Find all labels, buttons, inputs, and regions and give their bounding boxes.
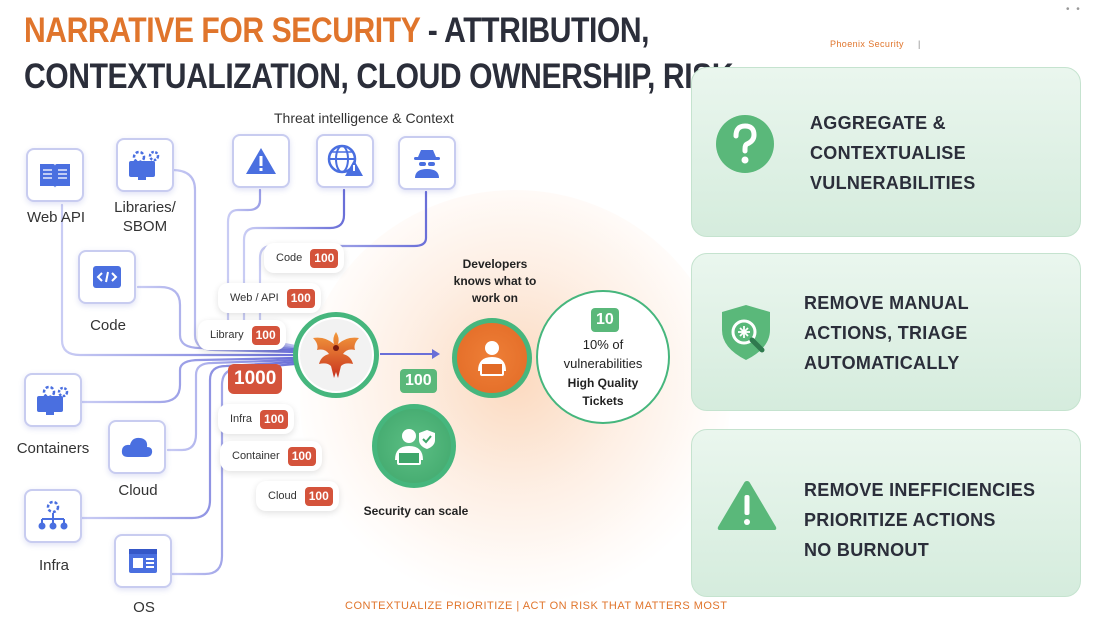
threat-intel-label: Threat intelligence & Context <box>274 110 454 126</box>
warning-triangle-icon <box>717 481 777 530</box>
os-card <box>114 534 172 588</box>
security-text: Security can scale <box>363 504 469 518</box>
security-person-icon <box>395 429 435 465</box>
cloud-label: Cloud <box>118 482 158 499</box>
containers-card <box>24 373 82 427</box>
pill-infra: Infra 100 <box>218 404 295 434</box>
card-remove-inefficiencies-line-3: NO BURNOUT <box>804 540 929 560</box>
pill-web-api-label: Web / API <box>230 292 279 304</box>
threat-globe-card <box>316 134 374 188</box>
card-remove-inefficiencies-line-1: REMOVE INEFFICIENCIES <box>804 480 1036 500</box>
pill-container-label: Container <box>232 450 280 462</box>
pill-container: Container 100 <box>220 441 322 471</box>
infra-label: Infra <box>38 557 69 574</box>
pill-library-label: Library <box>210 329 244 341</box>
corner-dots: • • <box>1066 4 1082 15</box>
code-card <box>78 250 136 304</box>
libraries-line-1: Libraries/ <box>114 199 176 216</box>
developers-line-3: work on <box>471 291 518 305</box>
cloud-icon <box>121 437 153 457</box>
pill-web-api: Web / API 100 <box>218 283 321 313</box>
aggregate-count-badge: 1000 <box>228 364 283 394</box>
developer-icon <box>478 341 506 376</box>
globe-alert-icon <box>327 144 363 176</box>
security-count-badge: 100 <box>400 369 437 393</box>
outcome-line-4: Tickets <box>582 394 624 408</box>
libraries-card <box>116 138 174 192</box>
page-title: NARRATIVE FOR SECURITY - ATTRIBUTION, CO… <box>24 8 734 100</box>
web-api-label: Web API <box>26 209 86 226</box>
title-line-2: CONTEXTUALIZATION, CLOUD OWNERSHIP, RISK <box>24 57 734 96</box>
developers-line-2: knows what to <box>453 274 537 288</box>
code-label: Code <box>90 317 126 334</box>
card-remove-manual-line-3: AUTOMATICALLY <box>804 353 960 373</box>
containers-label: Containers <box>16 440 90 457</box>
libraries-line-2: SBOM <box>122 218 168 235</box>
monitor-gears-icon <box>129 150 160 180</box>
background-glow <box>300 190 730 610</box>
card-aggregate-line-1: AGGREGATE & <box>810 113 946 133</box>
spy-icon <box>414 150 440 178</box>
card-aggregate-line-2: CONTEXTUALISE <box>810 143 966 163</box>
pill-cloud: Cloud 100 <box>256 481 339 511</box>
card-remove-manual-line-1: REMOVE MANUAL <box>804 293 969 313</box>
libraries-label: Libraries/ SBOM <box>104 198 186 236</box>
os-window-icon <box>129 549 157 573</box>
card-aggregate-text: AGGREGATE & CONTEXTUALISE VULNERABILITIE… <box>810 108 976 198</box>
outcome-line-2: vulnerabilities <box>563 356 643 371</box>
os-label: OS <box>133 599 155 616</box>
pill-code-count: 100 <box>310 248 339 268</box>
cloud-card <box>108 420 166 474</box>
container-gears-icon <box>37 385 69 415</box>
developer-circle <box>452 318 532 398</box>
shield-search-icon <box>722 305 770 360</box>
outcome-line-1: 10% of <box>582 337 624 352</box>
title-accent: NARRATIVE FOR SECURITY <box>24 11 420 50</box>
code-window-icon <box>93 266 121 288</box>
pill-cloud-count: 100 <box>304 486 333 506</box>
phoenix-icon <box>313 332 359 378</box>
pill-library: Library 100 <box>198 320 286 350</box>
outcome-line-3: High Quality <box>567 376 639 390</box>
security-circle <box>372 404 456 488</box>
card-remove-manual-text: REMOVE MANUAL ACTIONS, TRIAGE AUTOMATICA… <box>804 288 969 378</box>
card-remove-inefficiencies-line-2: PRIORITIZE ACTIONS <box>804 510 996 530</box>
pill-infra-count: 100 <box>260 409 289 429</box>
threat-warning-card <box>232 134 290 188</box>
brand-separator: | <box>918 39 921 49</box>
card-aggregate-line-3: VULNERABILITIES <box>810 173 976 193</box>
brand-name: Phoenix Security <box>830 39 904 49</box>
phoenix-logo-circle <box>293 312 379 398</box>
question-icon <box>716 115 774 173</box>
developers-text: Developers knows what to work on <box>440 256 550 307</box>
card-remove-manual: REMOVE MANUAL ACTIONS, TRIAGE AUTOMATICA… <box>691 253 1081 411</box>
network-gear-icon <box>38 500 68 530</box>
infra-card <box>24 489 82 543</box>
pill-container-count: 100 <box>287 446 316 466</box>
warning-icon <box>246 148 276 174</box>
pill-infra-label: Infra <box>230 413 253 425</box>
pill-code-label: Code <box>276 252 303 264</box>
pill-cloud-label: Cloud <box>268 490 297 502</box>
outcome-count-badge: 10 <box>591 308 619 332</box>
book-icon <box>40 164 70 188</box>
developers-line-1: Developers <box>462 257 528 271</box>
pill-library-count: 100 <box>251 325 280 345</box>
title-rest: - ATTRIBUTION, <box>419 11 650 50</box>
footer-tagline: CONTEXTUALIZE PRIORITIZE | ACT ON RISK T… <box>345 600 728 612</box>
card-remove-manual-line-2: ACTIONS, TRIAGE <box>804 323 968 343</box>
phoenix-inner <box>300 319 372 391</box>
pill-web-api-count: 100 <box>286 288 315 308</box>
card-remove-inefficiencies-text: REMOVE INEFFICIENCIES PRIORITIZE ACTIONS… <box>804 475 1035 565</box>
card-remove-inefficiencies: REMOVE INEFFICIENCIES PRIORITIZE ACTIONS… <box>691 429 1081 597</box>
card-aggregate: AGGREGATE & CONTEXTUALISE VULNERABILITIE… <box>691 67 1081 237</box>
threat-spy-card <box>398 136 456 190</box>
web-api-card <box>26 148 84 202</box>
pill-code: Code 100 <box>264 243 345 273</box>
